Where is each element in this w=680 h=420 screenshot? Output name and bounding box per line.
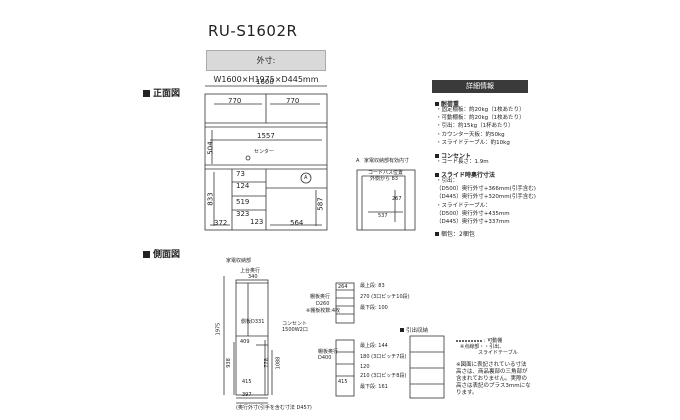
info-outlet-heading: コンセント	[435, 151, 471, 160]
dim-height-left: 833	[206, 192, 215, 206]
detail-v2: 537	[378, 213, 388, 219]
info-slide-list: ・引出： （D500）奥行外寸+366mm(引手含む) （D445）奥行外寸+3…	[436, 178, 536, 226]
dim-width-left: 372	[214, 219, 228, 227]
s-top: 最上段: 83	[360, 283, 385, 289]
detail-label2: 外側から 83	[370, 176, 398, 182]
s-264: 264	[338, 284, 348, 290]
side-footer: (奥行外寸(引手を含む寸法 D457)	[236, 405, 312, 411]
dim-d2: 124	[236, 182, 250, 190]
dim-d3: 123	[250, 218, 264, 226]
dim-d4: 519	[236, 198, 250, 206]
dim-d5: 323	[236, 210, 250, 218]
dim-width-right: 564	[290, 219, 304, 227]
side-d409: 409	[240, 339, 250, 345]
side-upper-depth-label: 上台奥行	[240, 268, 261, 274]
s-270: 270 (3口ピッチ10段)	[360, 294, 410, 300]
detail-v1: 267	[392, 196, 402, 202]
square-bullet-icon	[143, 90, 150, 97]
s-dp: 棚板奥行	[310, 294, 331, 300]
side-panel-label: 側板D331	[241, 319, 265, 325]
side-d397: 397	[242, 392, 252, 398]
s-top2: 最上段: 144	[360, 343, 388, 349]
detail-circle: A	[356, 158, 360, 164]
s-d400: D400	[318, 355, 332, 361]
info-packing: 梱包：2梱包	[435, 229, 475, 238]
info-outlet-list: ・コード長さ：1.9m	[436, 159, 489, 165]
model-number: RU-S1602R	[208, 22, 298, 40]
side-h778: 778	[263, 358, 270, 368]
dim-upper-right: 770	[286, 97, 300, 105]
dim-upper-left: 770	[228, 97, 242, 105]
info-load-list: ・固定棚板：約20kg（1枚あたり） ・可動棚板：約20kg（1枚あたり） ・引…	[436, 107, 525, 146]
marker-a: A	[304, 175, 308, 181]
side-outlet: コンセント	[282, 321, 308, 327]
s-180: 180 (3口ピッチ7段)	[360, 354, 407, 360]
dim-d1: 73	[236, 170, 245, 178]
detail-label1: コードバス位置	[368, 170, 404, 176]
dim-height-right: 587	[316, 197, 325, 211]
s-bottom: 最下段: 100	[360, 305, 388, 311]
side-d415: 415	[242, 379, 252, 385]
square-bullet-icon	[143, 251, 150, 258]
s-415: 415	[338, 379, 348, 385]
info-slide-heading: スライド時奥行寸法	[435, 170, 495, 179]
detail-title: 家電収納部有効内寸	[364, 158, 410, 164]
front-view-heading: 正面図	[143, 86, 180, 99]
s-shelf: ※棚板枚数:4枚	[306, 308, 341, 314]
side-upper-depth: 340	[248, 274, 258, 280]
legend-1: : 可動棚	[484, 338, 503, 344]
side-outlet2: 1500W2口	[282, 327, 308, 333]
dim-width-total: 1600	[256, 78, 274, 86]
side-h1088: 1088	[275, 356, 282, 370]
side-height-total: 1975	[215, 322, 222, 336]
side-appliance-title: 家電収納部	[226, 258, 252, 264]
drawer-title: 引出収納	[400, 326, 428, 334]
dim-height-upper: 504	[206, 141, 215, 155]
center-label: センター	[254, 149, 275, 155]
dim-inner-width: 1557	[257, 132, 275, 140]
detail-frame	[356, 169, 416, 231]
s-210: 210 (3口ピッチ8段)	[360, 373, 407, 379]
s-dp2: 棚板奥行	[318, 349, 339, 355]
legend-2: ※点線部・・引出、	[460, 344, 505, 350]
legend-3: スライドテーブル	[478, 350, 518, 356]
dimensions-badge: 外寸: W1600×H1975×D445mm	[206, 50, 326, 84]
side-h938: 938	[225, 358, 232, 368]
s-120: 120	[360, 364, 370, 370]
side-view-heading: 側面図	[143, 247, 180, 260]
info-load-heading: 耐荷重	[435, 99, 459, 108]
notes: ※図面に表記されている寸法 高さは、商品裏部の三角部が 含まれておりません。実際…	[456, 362, 531, 396]
s-bottom2: 最下段: 161	[360, 384, 388, 390]
s-d260: D260	[316, 301, 330, 307]
info-header: 詳細情報	[432, 80, 528, 93]
